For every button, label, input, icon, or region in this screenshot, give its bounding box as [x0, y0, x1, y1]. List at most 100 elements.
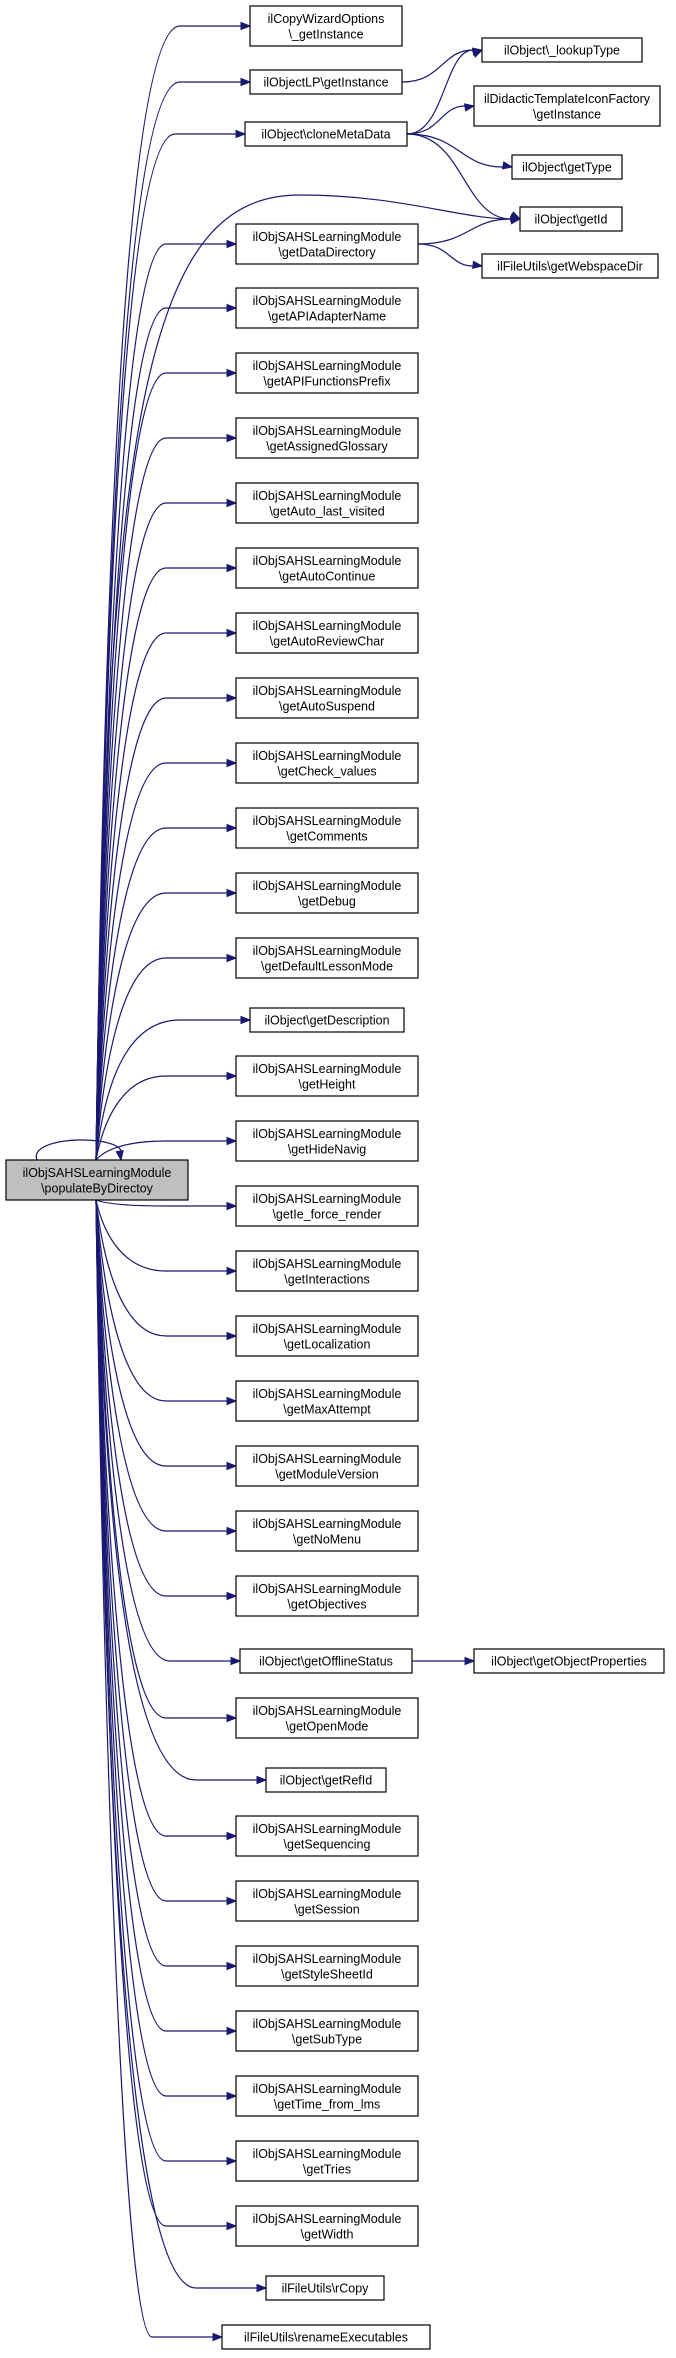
edge-arrowhead — [226, 1331, 238, 1341]
edge-root-to-n10 — [95, 628, 238, 1161]
edge-arrowhead — [226, 888, 238, 898]
node-box — [235, 1120, 419, 1162]
node-label: \getAutoReviewChar — [270, 634, 385, 648]
node-n29[interactable]: ilObjSAHSLearningModule\getSequencing — [235, 1815, 419, 1857]
edge-path — [95, 1199, 227, 2227]
node-box — [481, 253, 659, 279]
node-n24[interactable]: ilObjSAHSLearningModule\getNoMenu — [235, 1510, 419, 1552]
node-n5[interactable]: ilObjSAHSLearningModule\getAPIAdapterNam… — [235, 287, 419, 329]
edge-arrowhead — [256, 2283, 268, 2293]
node-n12[interactable]: ilObjSAHSLearningModule\getCheck_values — [235, 742, 419, 784]
edge-arrowhead — [226, 693, 238, 703]
edge-n2-to-r1 — [401, 47, 484, 83]
node-box — [235, 742, 419, 784]
node-label: \getComments — [286, 829, 367, 843]
node-r1[interactable]: ilObject\_lookupType — [481, 37, 643, 63]
edge-arrowhead — [226, 1526, 238, 1536]
edge-path — [95, 437, 227, 1161]
edge-root-to-n17 — [95, 1071, 238, 1161]
edge-path — [95, 1199, 227, 1402]
node-n37[interactable]: ilFileUtils\renameExecutables — [221, 2324, 431, 2350]
edge-root-to-n11 — [95, 693, 238, 1161]
node-label: ilFileUtils\renameExecutables — [244, 2331, 408, 2345]
node-label: \getSequencing — [284, 1837, 371, 1851]
node-box — [519, 206, 623, 232]
node-n13[interactable]: ilObjSAHSLearningModule\getComments — [235, 807, 419, 849]
node-label: \getAuto_last_visited — [269, 504, 384, 518]
node-label: ilObjSAHSLearningModule — [253, 1127, 402, 1141]
node-n9[interactable]: ilObjSAHSLearningModule\getAutoContinue — [235, 547, 419, 589]
node-n23[interactable]: ilObjSAHSLearningModule\getModuleVersion — [235, 1445, 419, 1487]
edge-arrowhead — [226, 563, 238, 573]
edge-arrowhead — [226, 823, 238, 833]
edge-path — [95, 1199, 257, 1781]
node-n28[interactable]: ilObject\getRefId — [265, 1767, 387, 1793]
node-n17[interactable]: ilObjSAHSLearningModule\getHeight — [235, 1055, 419, 1097]
edge-arrowhead — [463, 103, 476, 112]
edge-arrowhead — [235, 129, 247, 139]
edge-root-to-n34 — [95, 1199, 238, 2166]
node-r4[interactable]: ilObject\getId — [519, 206, 623, 232]
node-n16[interactable]: ilObject\getDescription — [249, 1007, 405, 1033]
node-n31[interactable]: ilObjSAHSLearningModule\getStyleSheetId — [235, 1945, 419, 1987]
node-n33[interactable]: ilObjSAHSLearningModule\getTime_from_lms — [235, 2075, 419, 2117]
root-node[interactable]: ilObjSAHSLearningModule\populateByDirect… — [5, 1159, 189, 1201]
node-box — [235, 482, 419, 524]
edge-root-to-n24 — [95, 1199, 238, 1536]
node-label: \getAutoSuspend — [279, 699, 375, 713]
node-n36[interactable]: ilFileUtils\rCopy — [265, 2275, 385, 2301]
edge-n3-to-r1 — [406, 49, 484, 135]
node-box — [235, 1055, 419, 1097]
node-n25[interactable]: ilObjSAHSLearningModule\getObjectives — [235, 1575, 419, 1617]
node-n2[interactable]: ilObjectLP\getInstance — [249, 69, 403, 95]
edge-path — [95, 1199, 227, 1532]
node-label: ilObjSAHSLearningModule — [253, 684, 402, 698]
node-label: ilObjSAHSLearningModule — [253, 1192, 402, 1206]
node-n4[interactable]: ilObjSAHSLearningModule\getDataDirectory — [235, 223, 419, 265]
node-label: ilObjSAHSLearningModule — [253, 1887, 402, 1901]
node-r3[interactable]: ilObject\getType — [511, 154, 623, 180]
edge-root-to-n25 — [95, 1199, 238, 1601]
edge-path — [406, 133, 512, 220]
edge-path — [95, 1199, 227, 1272]
edge-root-to-n23 — [95, 1199, 238, 1471]
node-n30[interactable]: ilObjSAHSLearningModule\getSession — [235, 1880, 419, 1922]
edge-path — [95, 1075, 227, 1161]
node-n35[interactable]: ilObjSAHSLearningModule\getWidth — [235, 2205, 419, 2247]
node-n10[interactable]: ilObjSAHSLearningModule\getAutoReviewCha… — [235, 612, 419, 654]
node-n26[interactable]: ilObject\getOfflineStatus — [239, 1648, 413, 1674]
edge-arrowhead — [226, 239, 238, 249]
node-n32[interactable]: ilObjSAHSLearningModule\getSubType — [235, 2010, 419, 2052]
node-n19[interactable]: ilObjSAHSLearningModule\getIe_force_rend… — [235, 1185, 419, 1227]
node-n7[interactable]: ilObjSAHSLearningModule\getAssignedGloss… — [235, 417, 419, 459]
node-label: ilObject\getRefId — [280, 1774, 372, 1788]
node-r2[interactable]: ilDidacticTemplateIconFactory\getInstanc… — [473, 85, 661, 127]
node-r5[interactable]: ilFileUtils\getWebspaceDir — [481, 253, 659, 279]
node-n27[interactable]: ilObjSAHSLearningModule\getOpenMode — [235, 1697, 419, 1739]
node-n20[interactable]: ilObjSAHSLearningModule\getInteractions — [235, 1250, 419, 1292]
node-n8[interactable]: ilObjSAHSLearningModule\getAuto_last_vis… — [235, 482, 419, 524]
node-n3[interactable]: ilObject\cloneMetaData — [244, 121, 408, 147]
node-n1[interactable]: ilCopyWizardOptions\_getInstance — [249, 5, 403, 47]
node-n34[interactable]: ilObjSAHSLearningModule\getTries — [235, 2140, 419, 2182]
node-n15[interactable]: ilObjSAHSLearningModule\getDefaultLesson… — [235, 937, 419, 979]
edge-arrowhead — [226, 1591, 238, 1601]
node-label: ilObjSAHSLearningModule — [253, 749, 402, 763]
edge-arrowhead — [226, 1896, 238, 1906]
node-n22[interactable]: ilObjSAHSLearningModule\getMaxAttempt — [235, 1380, 419, 1422]
node-n6[interactable]: ilObjSAHSLearningModule\getAPIFunctionsP… — [235, 352, 419, 394]
edge-path — [95, 1199, 227, 1597]
node-n11[interactable]: ilObjSAHSLearningModule\getAutoSuspend — [235, 677, 419, 719]
edge-path — [95, 1199, 227, 2032]
edge-path — [401, 49, 474, 83]
node-r6[interactable]: ilObject\getObjectProperties — [473, 1648, 665, 1674]
node-box — [249, 69, 403, 95]
node-n21[interactable]: ilObjSAHSLearningModule\getLocalization — [235, 1315, 419, 1357]
edge-path — [36, 1139, 122, 1161]
node-label: ilObjSAHSLearningModule — [253, 1952, 402, 1966]
node-n18[interactable]: ilObjSAHSLearningModule\getHideNavig — [235, 1120, 419, 1162]
node-label: \populateByDirectoy — [41, 1181, 154, 1195]
node-n14[interactable]: ilObjSAHSLearningModule\getDebug — [235, 872, 419, 914]
edge-root-to-n16 — [95, 1015, 252, 1161]
edge-n4-to-r4 — [417, 216, 522, 245]
